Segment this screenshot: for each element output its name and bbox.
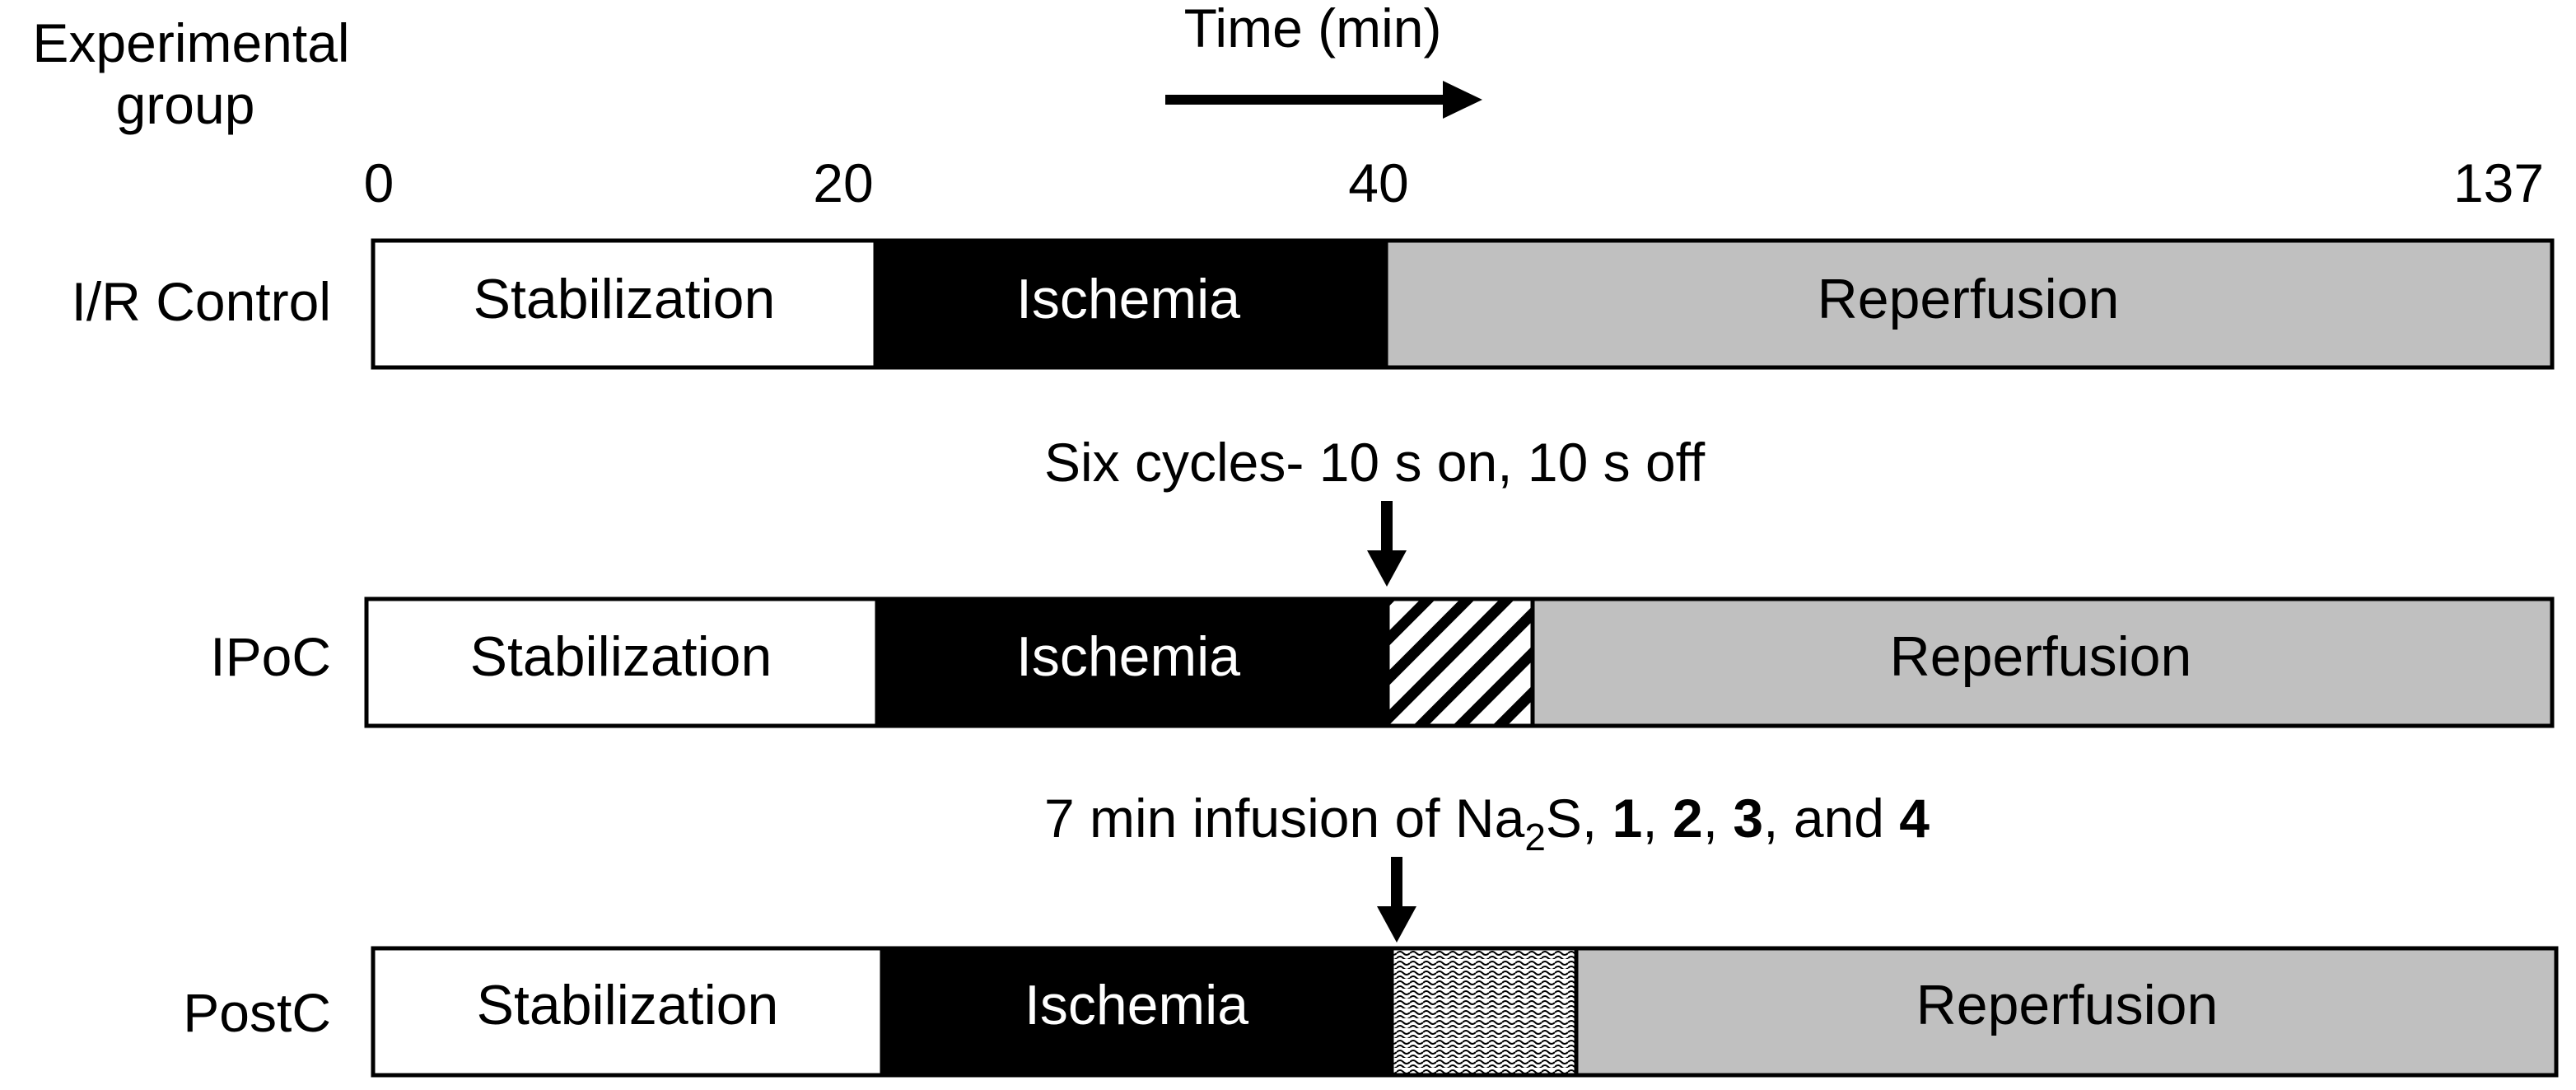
compound-2: 2 <box>1673 788 1703 849</box>
group-label-ipoc: IPoC <box>210 626 331 687</box>
ipoc-annotation: Six cycles- 10 s on, 10 s off <box>1044 432 1706 493</box>
infusion-wavy-segment <box>1389 946 1579 1078</box>
tick-label-20: 20 <box>813 152 873 213</box>
group-label-postc: PostC <box>183 982 331 1043</box>
annotation-sep3: , and <box>1763 788 1899 849</box>
row-ir-control: I/R Control Stabilization Ischemia Reper… <box>72 238 2555 370</box>
reperfusion-segment <box>1384 238 2555 370</box>
tick-label-0: 0 <box>364 152 394 213</box>
stabilization-label: Stabilization <box>477 974 779 1036</box>
ischemia-segment <box>873 238 1388 370</box>
tick-label-40: 40 <box>1348 152 1408 213</box>
ischemia-label: Ischemia <box>1016 625 1240 688</box>
stabilization-segment <box>364 596 880 728</box>
compound-3: 3 <box>1733 788 1763 849</box>
ischemia-label: Ischemia <box>1024 974 1248 1036</box>
ischemia-label: Ischemia <box>1016 268 1240 330</box>
stabilization-label: Stabilization <box>474 268 776 330</box>
annotation-sep2: , <box>1703 788 1734 849</box>
group-axis-label-line1: Experimental <box>32 12 349 73</box>
time-arrow-icon <box>1165 81 1482 119</box>
compound-4: 4 <box>1899 788 1930 849</box>
group-axis-label-line2: group <box>116 74 255 135</box>
annotation-after-sub: S, <box>1546 788 1612 849</box>
down-arrow-icon <box>1367 501 1407 587</box>
annotation-subscript: 2 <box>1524 816 1546 858</box>
row-postc: PostC Stabilization Ischemia Reperfusion <box>183 946 2559 1078</box>
reperfusion-segment <box>1530 596 2555 728</box>
postc-annotation: 7 min infusion of Na2S, 1, 2, 3, and 4 <box>1044 788 1930 858</box>
compound-1: 1 <box>1612 788 1643 849</box>
reperfusion-label: Reperfusion <box>1818 268 2120 330</box>
group-label-ir-control: I/R Control <box>72 271 331 332</box>
annotation-prefix: 7 min infusion of Na <box>1044 788 1525 849</box>
reperfusion-segment <box>1574 946 2559 1078</box>
reperfusion-label: Reperfusion <box>1890 625 2192 688</box>
tick-label-137: 137 <box>2453 152 2544 213</box>
ischemia-segment <box>880 946 1394 1078</box>
reperfusion-label: Reperfusion <box>1916 974 2219 1036</box>
down-arrow-icon <box>1377 857 1416 943</box>
annotation-sep1: , <box>1642 788 1673 849</box>
stabilization-label: Stabilization <box>470 625 772 688</box>
time-axis-label: Time (min) <box>1184 0 1442 58</box>
row-ipoc: IPoC Stabilization Ischemia Reperfusion <box>210 596 2555 728</box>
postconditioning-hatched-segment <box>1385 596 1535 728</box>
